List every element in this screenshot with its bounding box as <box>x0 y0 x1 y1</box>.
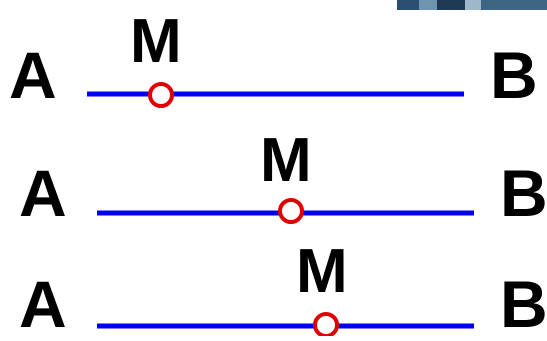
strip-part-3 <box>437 0 465 10</box>
strip-part-2 <box>419 0 437 10</box>
label-m-1: M <box>130 7 182 76</box>
label-a-2: A <box>19 156 67 230</box>
label-b-3: B <box>500 267 547 341</box>
label-b-1: B <box>490 38 538 112</box>
label-a-3: A <box>19 267 67 341</box>
label-m-2: M <box>260 126 312 195</box>
point-m-1 <box>148 82 174 108</box>
label-b-2: B <box>500 156 547 230</box>
point-m-2 <box>278 198 304 224</box>
strip-part-4 <box>465 0 481 10</box>
cropped-image-strip <box>397 0 547 10</box>
point-m-3 <box>313 312 339 336</box>
strip-part-1 <box>397 0 419 10</box>
label-a-1: A <box>9 38 57 112</box>
strip-part-5 <box>481 0 547 10</box>
label-m-3: M <box>296 237 348 306</box>
